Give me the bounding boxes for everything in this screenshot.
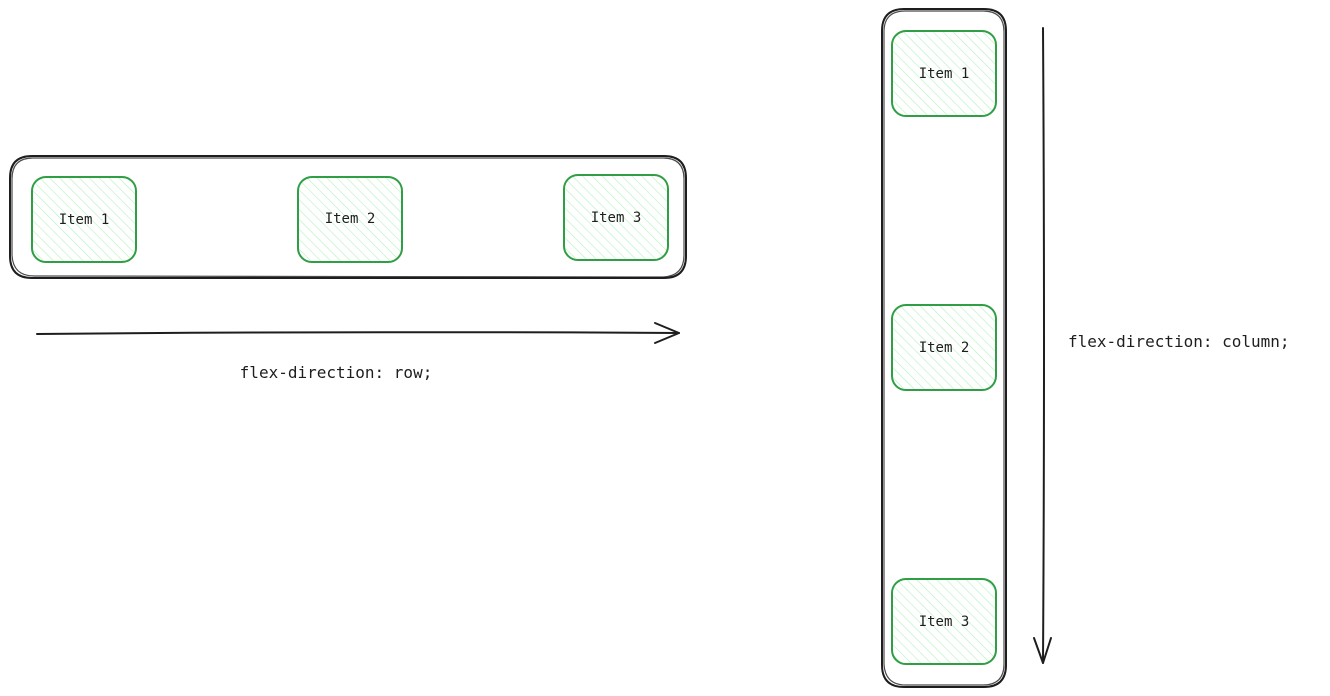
column-item-3-label: Item 3 (919, 614, 970, 630)
row-direction-arrow (36, 322, 680, 344)
column-item-3: Item 3 (891, 578, 997, 665)
row-item-3-box (563, 174, 669, 261)
row-example: Item 1 Item 2 Item 3 flex-direction: row… (9, 155, 687, 382)
row-caption: flex-direction: row; (240, 363, 433, 382)
column-flex-container (881, 8, 1007, 688)
row-item-2-label: Item 2 (325, 211, 376, 227)
column-arrow-head (1033, 637, 1052, 664)
column-example: Item 1 Item 2 Item 3 flex-direction: col… (881, 8, 1290, 688)
column-item-2-box (891, 304, 997, 391)
column-item-1-box (891, 30, 997, 117)
row-item-2: Item 2 (297, 176, 403, 263)
row-flex-container-sketch (11, 157, 685, 278)
row-item-1-box (31, 176, 137, 263)
column-item-1-label: Item 1 (919, 66, 970, 82)
row-item-3-label: Item 3 (591, 210, 642, 226)
row-item-3: Item 3 (563, 174, 669, 261)
column-item-2: Item 2 (891, 304, 997, 391)
column-direction-arrow (1033, 27, 1052, 664)
column-arrow-shaft (1042, 27, 1045, 664)
row-item-2-box (297, 176, 403, 263)
row-item-1: Item 1 (31, 176, 137, 263)
row-arrow-shaft (36, 331, 680, 335)
row-flex-container (9, 155, 687, 279)
column-item-3-box (891, 578, 997, 665)
row-arrow-head (654, 322, 680, 344)
column-item-2-label: Item 2 (919, 340, 970, 356)
column-caption: flex-direction: column; (1068, 332, 1290, 351)
row-item-1-label: Item 1 (59, 212, 110, 228)
column-flex-container-sketch (883, 10, 1005, 686)
column-item-1: Item 1 (891, 30, 997, 117)
